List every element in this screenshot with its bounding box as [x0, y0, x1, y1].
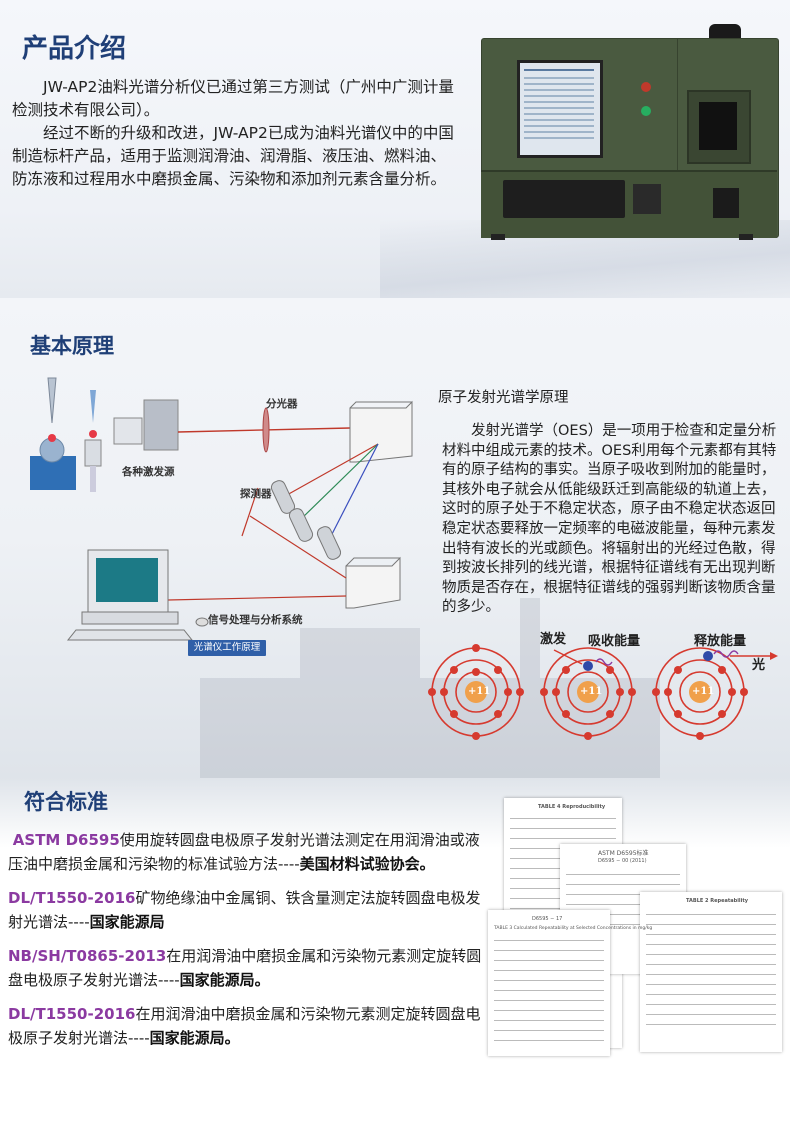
drawer-slot: [713, 188, 739, 218]
touchpad-icon: [633, 184, 661, 214]
jw-ap2-instrument-image: [481, 24, 779, 240]
red-indicator-icon: [641, 82, 651, 92]
oes-title: 原子发射光谱学原理: [438, 390, 569, 406]
atom-emission-illustration: +11 +11 +11 激发 吸收能量 释放能量 光: [428, 626, 778, 740]
signal-system-label: 信号处理与分析系统: [208, 614, 303, 626]
spark-icon-2: [89, 430, 97, 438]
computer-icon: [66, 549, 209, 641]
nucleus-label-3: +11: [692, 686, 715, 697]
standards-list: ASTM D6595使用旋转圆盘电极原子发射光谱法测定在用润滑油或液压油中磨损金…: [8, 828, 490, 1060]
astm-document-stack-image: TABLE 4 Reproducibility ASTM D6595标准 D65…: [488, 798, 784, 1056]
detector-tubes-icon: [270, 480, 342, 560]
standards-background: [0, 778, 790, 1128]
keyboard-icon: [503, 180, 625, 218]
document-sheet-3: TABLE 2 Repeatability: [640, 892, 782, 1052]
standard-item-3: NB/SH/T0865-2013在用润滑油中磨损金属和污染物元素测定旋转圆盘电极…: [8, 947, 482, 989]
detector-label: 探测器: [240, 488, 272, 500]
intro-paragraph-2: 经过不断的升级和改进，JW-AP2已成为油料光谱仪中的中国制造标杆产品，适用于监…: [12, 124, 454, 188]
spectrometer-principle-diagram: 分光器 各种激发源 探测器 信号处理与分析系统 光谱仪工作原理: [28, 368, 428, 668]
standard-item-2: DL/T1550-2016矿物绝缘油中金属铜、铁含量测定法旋转圆盘电极发射光谱法…: [8, 889, 481, 931]
electrode-icon: [47, 377, 57, 424]
excite-label: 激发: [540, 632, 567, 647]
light-label: 光: [752, 658, 766, 673]
release-label: 释放能量: [694, 634, 747, 649]
flame-icon: [90, 390, 96, 423]
diagram-caption: 光谱仪工作原理: [188, 640, 266, 656]
spectrometer-diagram-svg: [30, 377, 413, 641]
ship-bridge-silhouette: [300, 628, 420, 678]
document-sheet-4: D6595 − 17 TABLE 3 Calculated Repeatabil…: [488, 910, 652, 1056]
nucleus-label-2: +11: [580, 686, 603, 697]
intro-paragraph-1: JW-AP2油料光谱分析仪已通过第三方测试（广州中广测计量检测技术有限公司）。: [12, 78, 454, 119]
source-cabinet-icon: [143, 399, 179, 451]
ship-mast-silhouette: [520, 598, 540, 678]
sample-chamber-window: [687, 90, 751, 164]
intro-text: JW-AP2油料光谱分析仪已通过第三方测试（广州中广测计量检测技术有限公司）。 …: [12, 76, 460, 191]
splitter-label: 分光器: [266, 398, 298, 410]
splitter-lens-icon: [262, 407, 270, 453]
oes-paragraph: 发射光谱学（OES）是一项用于检查和定量分析材料中组成元素的技术。OES利用每个…: [442, 423, 777, 616]
green-indicator-icon: [641, 106, 651, 116]
absorb-label: 吸收能量: [588, 634, 641, 649]
principle-title: 基本原理: [30, 334, 114, 358]
intro-title: 产品介绍: [22, 34, 127, 64]
instrument-screen: [517, 60, 603, 158]
atom-diagram-svg: [428, 644, 778, 740]
standards-title: 符合标准: [24, 790, 108, 814]
standard-item-1: ASTM D6595使用旋转圆盘电极原子发射光谱法测定在用润滑油或液压油中磨损金…: [8, 831, 480, 873]
standard-item-4: DL/T1550-2016在用润滑油中磨损金属和污染物元素测定旋转圆盘电极原子发…: [8, 1005, 481, 1047]
sources-label: 各种激发源: [122, 466, 175, 478]
spark-icon: [48, 434, 56, 442]
nucleus-label-1: +11: [468, 686, 491, 697]
oes-text: 发射光谱学（OES）是一项用于检查和定量分析材料中组成元素的技术。OES利用每个…: [442, 422, 782, 618]
source-box-icon: [113, 417, 143, 445]
